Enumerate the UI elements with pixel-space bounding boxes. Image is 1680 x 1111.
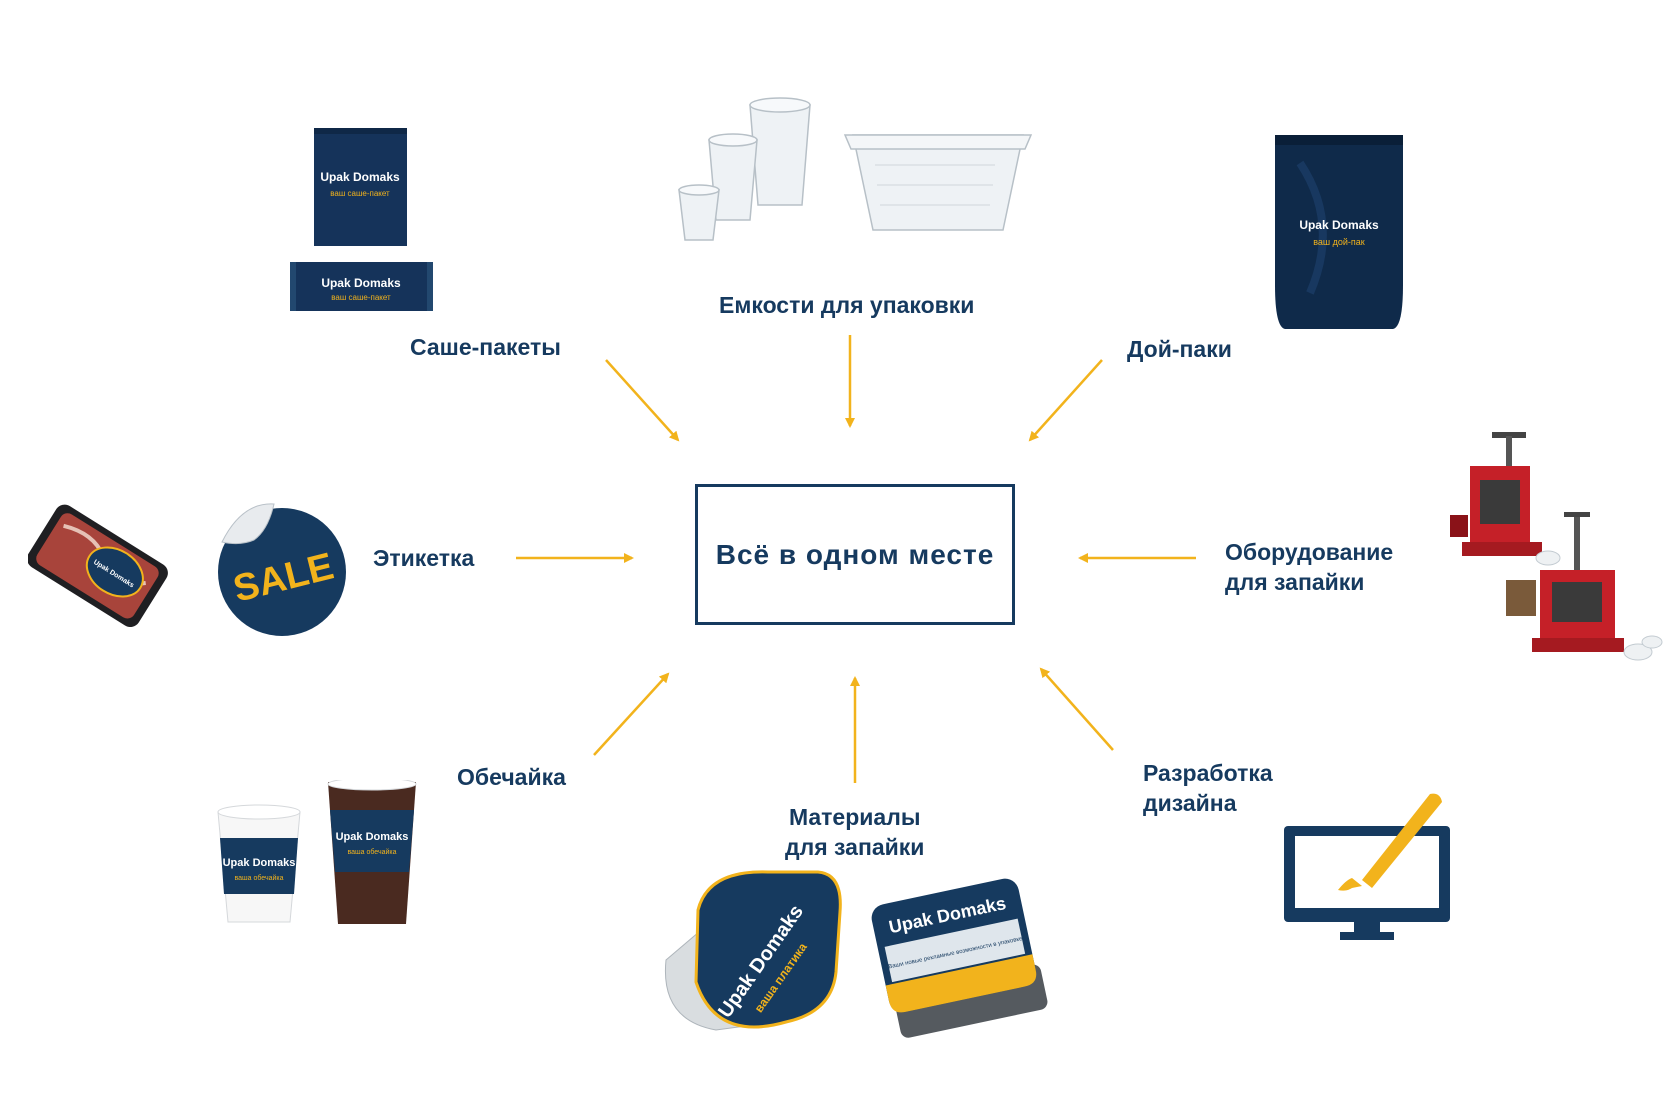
equipment-illustration [1450, 432, 1663, 661]
sleeve2-brand: Upak Domaks [336, 831, 409, 843]
sealing-lids-illustration: Upak Domaks ваша платика Upak Domaks Ваш… [664, 870, 1048, 1038]
label-design: Разработка дизайна [1143, 758, 1273, 818]
label-containers: Емкости для упаковки [719, 292, 975, 318]
doypack-sub: ваш дой-пак [1313, 237, 1365, 247]
containers-illustration [678, 97, 1033, 241]
bar-brand: Upak Domaks [321, 276, 401, 290]
center-title: Всё в одном месте [715, 538, 995, 570]
label-sachets: Саше-пакеты [410, 334, 561, 360]
center-box: Всё в одном месте [695, 484, 1015, 625]
doypack-illustration: Upak Domaks ваш дой-пак [1275, 135, 1403, 329]
sale-sticker-illustration: SALE [218, 503, 346, 636]
label-design-line1: Разработка [1143, 760, 1273, 786]
sachet-sub: ваш саше-пакет [330, 189, 390, 198]
label-sleeve: Обечайка [457, 764, 566, 790]
label-design-line2: дизайна [1143, 790, 1237, 816]
label-equipment-line2: для запайки [1225, 569, 1365, 595]
label-etiketka: Этикетка [373, 545, 475, 571]
label-materials: Материалы для запайки [785, 802, 924, 862]
sleeve-cups-illustration: Upak Domaks ваша обечайка Upak Domaks ва… [217, 780, 417, 924]
label-materials-line1: Материалы [788, 804, 921, 830]
arrow-design [1039, 667, 1114, 751]
design-monitor-illustration [1284, 793, 1450, 940]
label-materials-line2: для запайки [785, 834, 925, 860]
arrow-doypack [1028, 359, 1103, 442]
sleeve2-sub: ваша обечайка [347, 848, 396, 856]
label-equipment-line1: Оборудование [1225, 539, 1394, 565]
arrow-sleeve [593, 672, 670, 756]
meat-tray-illustration: Upak Domaks [28, 504, 168, 628]
bar-sub: ваш саше-пакет [331, 293, 391, 302]
sleeve1-sub: ваша обечайка [234, 874, 283, 882]
label-doypack: Дой-паки [1127, 336, 1232, 362]
arrow-sachets [605, 359, 680, 442]
doypack-brand: Upak Domaks [1299, 218, 1379, 232]
sachet-brand: Upak Domaks [320, 170, 400, 184]
sachet-illustration: Upak Domaks ваш саше-пакет Upak Domaks в… [290, 128, 433, 311]
label-equipment: Оборудование для запайки [1225, 537, 1393, 597]
sleeve1-brand: Upak Domaks [223, 857, 296, 869]
